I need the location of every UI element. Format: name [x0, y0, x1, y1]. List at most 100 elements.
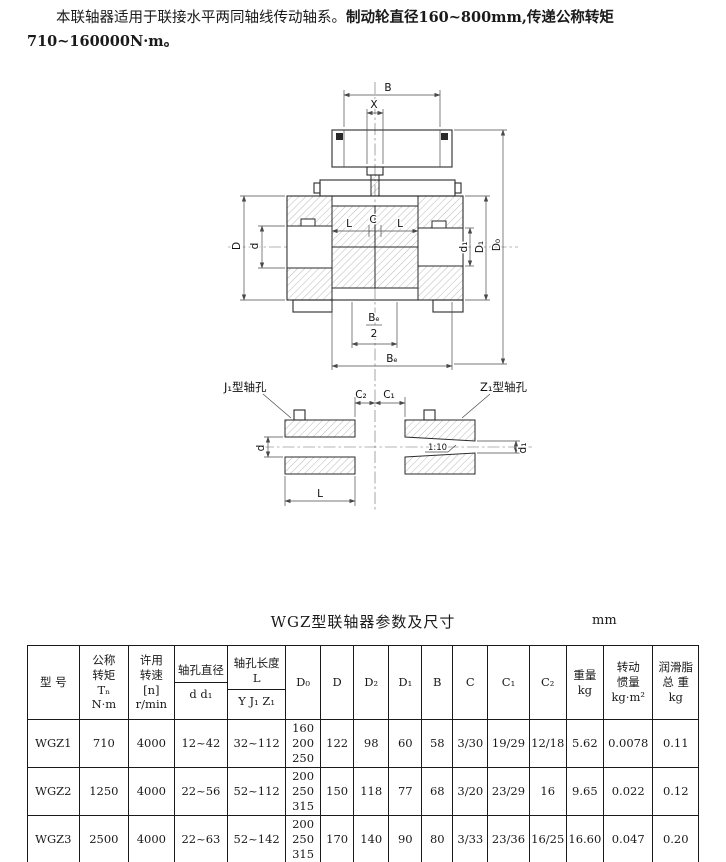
cell-c: 3/20: [452, 766, 489, 816]
dim-label-x: X: [370, 99, 377, 111]
intro-paragraph: 本联轴器适用于联接水平两同轴线传动轴系。制动轮直径160~800mm,传递公称转…: [27, 6, 699, 54]
cell-b: 68: [421, 766, 454, 816]
cell-bore-diameter: 12~42: [173, 719, 229, 768]
main-section-view: [286, 129, 464, 313]
unit-label: mm: [592, 613, 617, 628]
dim-label-c1: C₁: [383, 389, 395, 401]
dim-label-l-right: L: [397, 218, 403, 230]
table-header-row: 型 号 公称 转矩 Tₙ N·m 许用 转速 [n] r/min 轴孔直径 d …: [27, 645, 699, 720]
dim-label-d0: D₀: [491, 239, 503, 251]
cell-grease: 0.11: [652, 719, 699, 768]
cell-model: WGZ1: [27, 719, 80, 768]
cell-d0: 200 250 315: [285, 766, 322, 816]
taper-ratio-label: 1:10: [428, 443, 447, 453]
cell-inertia: 0.047: [602, 814, 654, 862]
cell-d2: 98: [353, 719, 390, 768]
col-header-c1: C₁: [487, 645, 530, 720]
cell-c: 3/30: [452, 719, 489, 768]
cell-c: 3/33: [452, 814, 489, 862]
cell-speed: 4000: [128, 814, 175, 862]
col-header-weight: 重量 kg: [565, 645, 604, 720]
cell-model: WGZ2: [27, 766, 80, 816]
col-header-bore-diameter-sub: d d₁: [175, 682, 227, 706]
dim-label-d1-detail: d₁: [517, 443, 529, 454]
j1-bore-type-label: J₁型轴孔: [223, 380, 267, 394]
cell-b: 80: [421, 814, 454, 862]
cell-bore-diameter: 22~56: [173, 766, 229, 816]
cell-d1: 90: [388, 814, 423, 862]
cell-torque: 2500: [78, 814, 130, 862]
col-header-c2: C₂: [528, 645, 567, 720]
col-header-inertia: 转动 惯量 kg·m²: [602, 645, 654, 720]
parameters-table: 型 号 公称 转矩 Tₙ N·m 许用 转速 [n] r/min 轴孔直径 d …: [27, 645, 699, 862]
cell-c2: 16: [528, 766, 567, 816]
col-header-bore-length-sub: Y J₁ Z₁: [228, 689, 285, 713]
cell-weight: 16.60: [565, 814, 604, 862]
table-row: WGZ1 710 4000 12~42 32~112 160 200 250 1…: [27, 719, 699, 768]
col-header-b: B: [421, 645, 454, 720]
col-header-speed: 许用 转速 [n] r/min: [128, 645, 175, 720]
cell-speed: 4000: [128, 719, 175, 768]
cell-bore-length: 32~112: [227, 719, 287, 768]
col-header-d1: D₁: [388, 645, 423, 720]
cell-d: 170: [320, 814, 355, 862]
table-row: WGZ2 1250 4000 22~56 52~112 200 250 315 …: [27, 766, 699, 816]
col-header-d: D: [320, 645, 355, 720]
cell-d1: 60: [388, 719, 423, 768]
shaft-hole-details: J₁型轴孔 d L C₂ Z₁型轴孔 1:10: [222, 379, 531, 506]
col-header-bore-length: 轴孔长度 L Y J₁ Z₁: [227, 645, 287, 720]
cell-d: 122: [320, 719, 355, 768]
cell-d2: 140: [353, 814, 390, 862]
table-title: WGZ型联轴器参数及尺寸: [270, 613, 456, 631]
dim-label-be-numerator: Bₑ: [368, 312, 380, 324]
dim-label-be: Bₑ: [386, 353, 398, 365]
cell-c1: 23/29: [487, 766, 530, 816]
main-view-dimensions: B X D d L C L d₁: [230, 81, 507, 370]
cell-bore-length: 52~112: [227, 766, 287, 816]
cell-d2: 118: [353, 766, 390, 816]
centerlines: [228, 82, 532, 512]
dim-label-d-bore: d: [249, 243, 261, 250]
col-header-d0: D₀: [285, 645, 322, 720]
cell-d1: 77: [388, 766, 423, 816]
cell-weight: 9.65: [565, 766, 604, 816]
dim-label-be-denominator: 2: [371, 328, 378, 340]
cell-d0: 200 250 315: [285, 814, 322, 862]
dim-label-d-outer: D: [231, 242, 243, 250]
col-header-bore-diameter-title: 轴孔直径: [177, 663, 224, 678]
cell-inertia: 0.0078: [602, 719, 654, 768]
dim-label-b: B: [384, 82, 391, 94]
cell-weight: 5.62: [565, 719, 604, 768]
cell-torque: 710: [78, 719, 130, 768]
intro-spec-bold: 制动轮直径160~800mm,传递公称转矩710~160000N·m。: [27, 9, 614, 51]
z1-bore-type-label: Z₁型轴孔: [480, 380, 527, 394]
col-header-bore-length-title: 轴孔长度 L: [233, 655, 280, 685]
table-row: WGZ3 2500 4000 22~63 52~142 200 250 315 …: [27, 814, 699, 862]
col-header-c: C: [452, 645, 489, 720]
col-header-d2: D₂: [353, 645, 390, 720]
cell-c1: 19/29: [487, 719, 530, 768]
dim-label-d-detail: d: [255, 445, 267, 452]
cell-d: 150: [320, 766, 355, 816]
col-header-torque: 公称 转矩 Tₙ N·m: [78, 645, 130, 720]
cell-bore-length: 52~142: [227, 814, 287, 862]
dim-label-c2: C₂: [355, 389, 367, 401]
cell-c2: 16/25: [528, 814, 567, 862]
cell-c1: 23/36: [487, 814, 530, 862]
col-header-model: 型 号: [27, 645, 80, 720]
col-header-bore-diameter: 轴孔直径 d d₁: [173, 645, 229, 720]
cell-bore-diameter: 22~63: [173, 814, 229, 862]
cell-inertia: 0.022: [602, 766, 654, 816]
dim-label-l-left: L: [346, 218, 352, 230]
cell-torque: 1250: [78, 766, 130, 816]
dim-label-c: C: [369, 214, 376, 226]
intro-text: 本联轴器适用于联接水平两同轴线传动轴系。: [56, 10, 346, 26]
cell-d0: 160 200 250: [285, 719, 322, 768]
cell-model: WGZ3: [27, 814, 80, 862]
dim-label-d1: d₁: [458, 242, 470, 253]
col-header-grease: 润滑脂 总 重 kg: [652, 645, 699, 720]
cell-c2: 12/18: [528, 719, 567, 768]
cell-grease: 0.20: [652, 814, 699, 862]
